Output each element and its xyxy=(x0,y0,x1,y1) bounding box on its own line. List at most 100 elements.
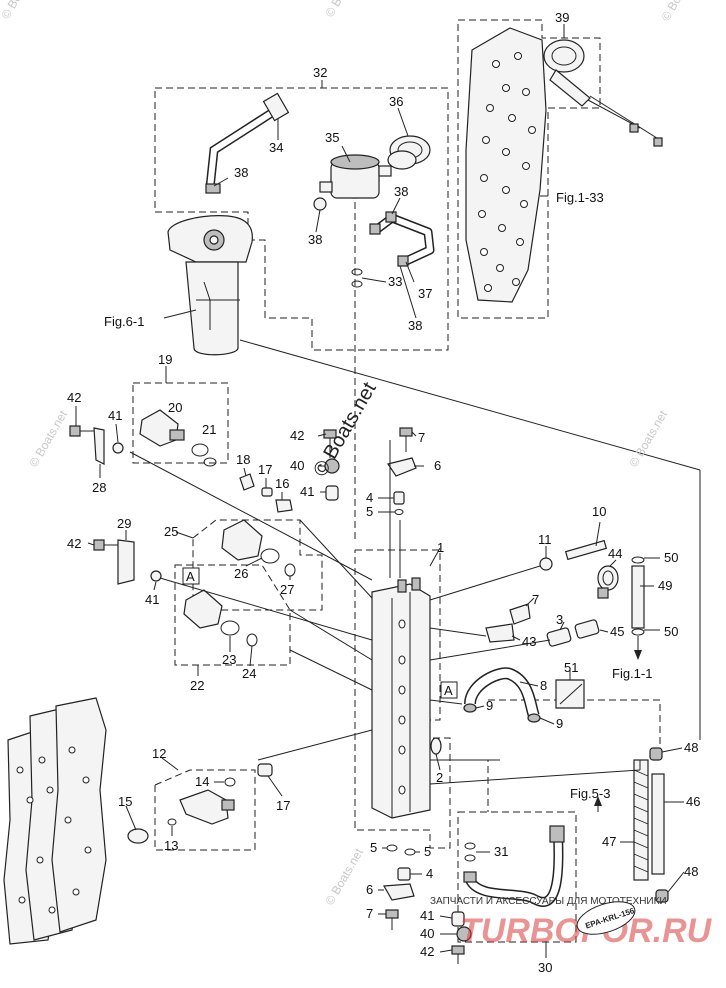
fitting-20 xyxy=(139,409,185,447)
o-ring-27 xyxy=(284,563,296,577)
collar-17b xyxy=(257,763,273,777)
bolt-10 xyxy=(564,539,608,561)
callout-14: 14 xyxy=(195,774,209,789)
callout-38: 38 xyxy=(234,165,248,180)
clamp-48a xyxy=(649,747,663,761)
washer-5a xyxy=(394,509,404,515)
pipe-49 xyxy=(631,556,645,636)
callout-23: 23 xyxy=(222,652,236,667)
guide-fig-5-3 xyxy=(450,759,489,812)
callout-6: 6 xyxy=(366,882,373,897)
guide-lines-right xyxy=(488,699,661,745)
cap-4a xyxy=(393,491,405,505)
watermark-boats-2: © Boats.net xyxy=(322,0,366,20)
callout-7: 7 xyxy=(366,906,373,921)
fuel-filter-assembly xyxy=(167,215,253,356)
callout-41: 41 xyxy=(108,408,122,423)
valve-7b xyxy=(509,603,531,625)
callout-41: 41 xyxy=(300,484,314,499)
callout-5: 5 xyxy=(366,504,373,519)
washer-15 xyxy=(127,828,149,844)
callout-21: 21 xyxy=(202,422,216,437)
bracket-39 xyxy=(543,39,663,147)
plate-6a xyxy=(387,457,417,477)
callout-40: 40 xyxy=(420,926,434,941)
bracket-29 xyxy=(117,539,135,585)
bolt-42a xyxy=(69,425,96,437)
bolt-42c xyxy=(93,539,118,551)
callout-27: 27 xyxy=(280,582,294,597)
callout-49: 49 xyxy=(658,578,672,593)
callout-6: 6 xyxy=(434,458,441,473)
ref-box-a-1 xyxy=(182,567,200,585)
watermark-boats-4: © Boats.net xyxy=(26,407,70,469)
callout-5: 5 xyxy=(370,840,377,855)
group-19-box xyxy=(132,382,229,464)
ref-a-1: A xyxy=(186,569,195,584)
group-1-box xyxy=(354,549,451,849)
bracket-28 xyxy=(93,427,105,465)
callout-40: 40 xyxy=(290,458,304,473)
fitting-26 xyxy=(221,519,263,561)
callout-5: 5 xyxy=(424,844,431,859)
elbow-fitting-12 xyxy=(179,789,235,825)
callout-4: 4 xyxy=(366,490,373,505)
arrow-fig-1-1 xyxy=(634,636,642,660)
tag-51 xyxy=(555,679,585,709)
plug-17a xyxy=(261,487,273,497)
callout-50: 50 xyxy=(664,550,678,565)
callout-38: 38 xyxy=(408,318,422,333)
callout-42: 42 xyxy=(67,536,81,551)
watermark-tagline: ЗАПЧАСТИ И АКСЕССУАРЫ ДЛЯ МОТОТЕХНИКИ xyxy=(430,896,667,907)
cylinder-head-plate xyxy=(465,27,547,303)
callout-50: 50 xyxy=(664,624,678,639)
fitting-16 xyxy=(275,499,293,513)
clamp-9a xyxy=(463,703,477,713)
o-ring-21b xyxy=(203,457,217,467)
washer-11 xyxy=(539,557,553,571)
collar-41a xyxy=(112,442,124,454)
group-12-box xyxy=(154,769,256,851)
callout-15: 15 xyxy=(118,794,132,809)
watermark-boats-6: © Boats.net xyxy=(322,845,366,907)
callout-48: 48 xyxy=(684,864,698,879)
callout-26: 26 xyxy=(234,566,248,581)
callout-4: 4 xyxy=(426,866,433,881)
callout-34: 34 xyxy=(269,140,283,155)
fitting-22 xyxy=(183,589,223,629)
callout-31: 31 xyxy=(494,844,508,859)
fuel-hose-34 xyxy=(205,92,290,194)
callout-7: 7 xyxy=(418,430,425,445)
callout-30: 30 xyxy=(538,960,552,975)
washer-5c xyxy=(404,848,416,856)
callout-42: 42 xyxy=(67,390,81,405)
callout-51: 51 xyxy=(564,660,578,675)
o-ring-24 xyxy=(246,633,258,647)
o-ring-26 xyxy=(260,548,280,564)
callout-29: 29 xyxy=(117,516,131,531)
callout-10: 10 xyxy=(592,504,606,519)
callout-47: 47 xyxy=(602,834,616,849)
callout-41: 41 xyxy=(420,908,434,923)
callout-41: 41 xyxy=(145,592,159,607)
fuel-filter-35 xyxy=(319,154,392,199)
callout-32: 32 xyxy=(313,65,327,80)
o-rings-33 xyxy=(351,268,363,288)
callout-16: 16 xyxy=(275,476,289,491)
connector-3 xyxy=(546,627,572,647)
callout-1: 1 xyxy=(437,540,444,555)
callout-17: 17 xyxy=(276,798,290,813)
callout-44: 44 xyxy=(608,546,622,561)
callout-36: 36 xyxy=(389,94,403,109)
cap-18 xyxy=(239,473,255,491)
clamp-38 xyxy=(313,197,327,211)
watermark-boats-center: © Boats.net xyxy=(309,378,381,480)
callout-3: 3 xyxy=(556,612,563,627)
bolt-7c xyxy=(385,909,399,930)
collar-41d xyxy=(451,911,465,927)
callout-labels: 39 32 36 34 35 38 38 38 38 33 37 19 42 4… xyxy=(67,10,700,975)
washer-5b xyxy=(386,844,398,852)
tube-46 xyxy=(651,773,665,875)
callout-9: 9 xyxy=(556,716,563,731)
